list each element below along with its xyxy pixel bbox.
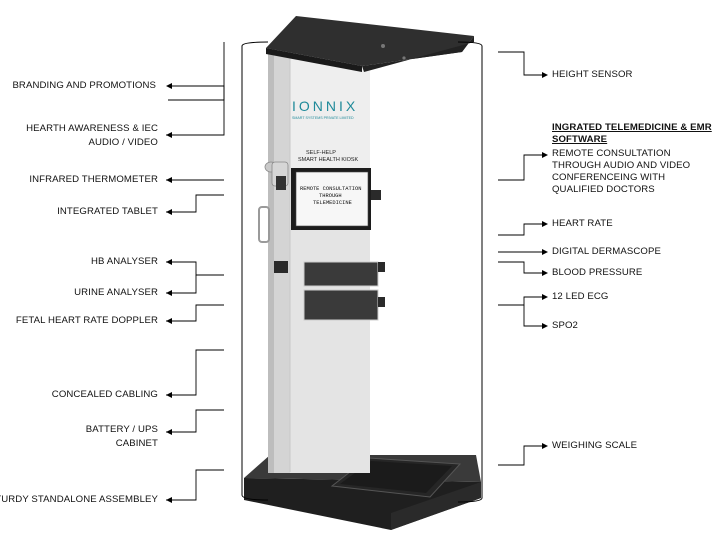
- label-heart-rate: HEART RATE: [552, 218, 613, 229]
- label-telemedicine-desc-3: CONFERENCEING WITH: [552, 172, 666, 183]
- top-canopy: [266, 16, 474, 66]
- label-telemedicine-desc-4: QUALIFIED DOCTORS: [552, 184, 655, 195]
- kiosk-illustration: [244, 16, 481, 530]
- label-height-sensor: HEIGHT SENSOR: [552, 69, 633, 80]
- label-audio-video: AUDIO / VIDEO: [88, 137, 158, 148]
- base-platform-side: [391, 482, 481, 530]
- label-fetal-heart-rate-doppler: FETAL HEART RATE DOPPLER: [15, 315, 158, 326]
- right-arrowheads: [542, 72, 548, 449]
- label-infrared-thermometer: INFRARED THERMOMETER: [29, 174, 158, 185]
- label-battery-ups: BATTERY / UPS: [85, 424, 158, 435]
- label-spo2: SPO2: [552, 320, 578, 331]
- label-concealed-cabling: CONCEALED CABLING: [51, 389, 158, 400]
- label-telemedicine-title-2: SOFTWARE: [552, 134, 608, 145]
- brand-subtitle: SMART SYSTEMS PRIVATE LIMITED: [292, 116, 354, 120]
- brand-logo: IONNIX: [292, 98, 358, 114]
- label-weighing-scale: WEIGHING SCALE: [552, 440, 638, 451]
- left-connectors: [166, 42, 225, 501]
- label-digital-dermascope: DIGITAL DERMASCOPE: [552, 246, 661, 257]
- label-blood-pressure: BLOOD PRESSURE: [552, 267, 643, 278]
- integrated-tablet: [258, 168, 381, 243]
- label-hb-analyser: HB ANALYSER: [90, 256, 158, 267]
- left-bracket: [241, 41, 269, 501]
- label-health-awareness: HEARTH AWARENESS & IEC: [26, 123, 158, 134]
- right-connectors: [498, 51, 546, 466]
- label-12-led-ecg: 12 LED ECG: [552, 291, 609, 302]
- panel-title-line2: SMART HEALTH KIOSK: [298, 157, 359, 163]
- label-branding-and-promotions: BRANDING AND PROMOTIONS: [12, 80, 156, 91]
- label-urine-analyser: URINE ANALYSER: [74, 287, 158, 298]
- label-telemedicine-desc-2: THROUGH AUDIO AND VIDEO: [552, 160, 691, 171]
- analyser-drawers: [274, 261, 385, 321]
- infrared-thermometer: [264, 161, 289, 190]
- label-cabinet: CABINET: [115, 438, 158, 449]
- left-arrowheads: [166, 83, 172, 503]
- label-integrated-tablet: INTEGRATED TABLET: [57, 206, 158, 217]
- label-telemedicine-desc-1: REMOTE CONSULTATION: [552, 148, 671, 159]
- panel-title-line1: SELF-HELP: [306, 150, 336, 156]
- screen-text-line3: TELEMEDICINE: [313, 200, 352, 206]
- right-bracket: [457, 41, 483, 503]
- label-sturdy-standalone-assembly: STURDY STANDALONE ASSEMBLEY: [0, 494, 158, 505]
- screen-text-line1: REMOTE CONSULTATION: [300, 186, 361, 192]
- label-telemedicine-title: INGRATED TELEMEDICINE & EMR: [552, 122, 712, 133]
- screen-text-line2: THROUGH: [319, 193, 342, 199]
